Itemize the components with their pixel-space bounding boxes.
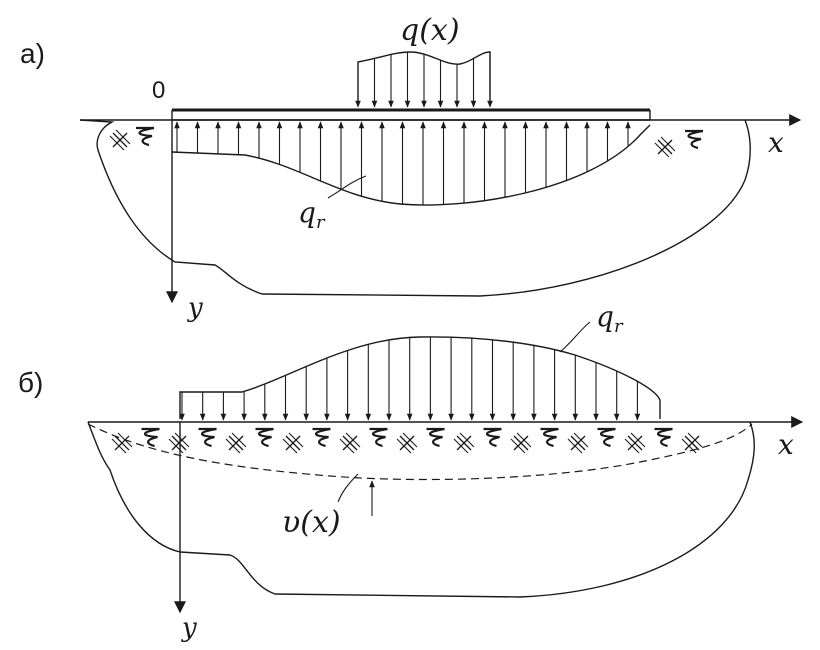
spring-symbol	[425, 427, 446, 448]
pressure-leader-b	[559, 321, 591, 353]
load-label-a: q(x)	[400, 13, 460, 48]
deflection-curve-b	[87, 423, 753, 481]
pressure-arrows-b	[179, 336, 641, 421]
reaction-leader-a	[327, 175, 367, 199]
pressure-envelope-b	[179, 336, 661, 419]
load-arrows-a	[355, 52, 493, 108]
x-axis-label-a: x	[768, 126, 784, 159]
y-axis-label-a: y	[187, 293, 203, 323]
soil-hatch-symbol	[109, 129, 131, 151]
soil-hatch-symbol	[453, 432, 475, 454]
soil-hatch-symbol	[654, 136, 676, 158]
spring-symbol	[140, 427, 161, 448]
soil-symbols-b	[111, 427, 703, 454]
soil-hatch-symbol	[225, 432, 247, 454]
spring-symbol	[197, 427, 218, 448]
spring-symbol	[254, 427, 275, 448]
soil-hatch-symbol	[111, 432, 133, 454]
spring-symbol	[311, 427, 332, 448]
spring-symbol	[596, 427, 617, 448]
spring-symbol	[482, 427, 503, 448]
spring-symbol	[134, 126, 156, 147]
spring-symbol	[539, 427, 560, 448]
panel-a-label: a)	[20, 38, 45, 69]
reaction-arrows-a	[174, 121, 631, 206]
panel-b-label: б)	[18, 367, 43, 398]
x-axis-label-b: x	[778, 428, 794, 461]
panel-b: б) x y qr υ(x)	[18, 300, 804, 643]
soil-hatch-symbol	[282, 432, 304, 454]
reaction-label-a: qr	[298, 196, 326, 233]
soil-hatch-symbol	[624, 432, 646, 454]
pressure-label-b: qr	[596, 300, 624, 337]
y-axis-label-b: y	[181, 613, 197, 643]
panel-a: a) x y 0 qr q(x)	[20, 13, 802, 323]
deflection-leader-b	[337, 473, 359, 503]
deflection-label-b: υ(x)	[282, 505, 341, 540]
soil-hatch-symbol	[510, 432, 532, 454]
pressure-symbol-b: q	[596, 300, 614, 333]
pressure-subscript-b: r	[614, 316, 624, 337]
soil-body-a	[79, 119, 751, 297]
soil-hatch-symbol	[168, 432, 190, 454]
spring-symbol	[653, 427, 674, 448]
soil-hatch-symbol	[339, 432, 361, 454]
reaction-symbol-a: q	[298, 196, 316, 229]
origin-label: 0	[152, 77, 165, 104]
reaction-subscript-a: r	[316, 212, 326, 233]
spring-symbol	[368, 427, 389, 448]
reaction-envelope-a	[171, 124, 651, 206]
soil-hatch-symbol	[567, 432, 589, 454]
soil-body-b	[87, 421, 755, 598]
load-envelope-a	[357, 51, 491, 104]
soil-hatch-symbol	[396, 432, 418, 454]
spring-symbol	[683, 129, 705, 150]
